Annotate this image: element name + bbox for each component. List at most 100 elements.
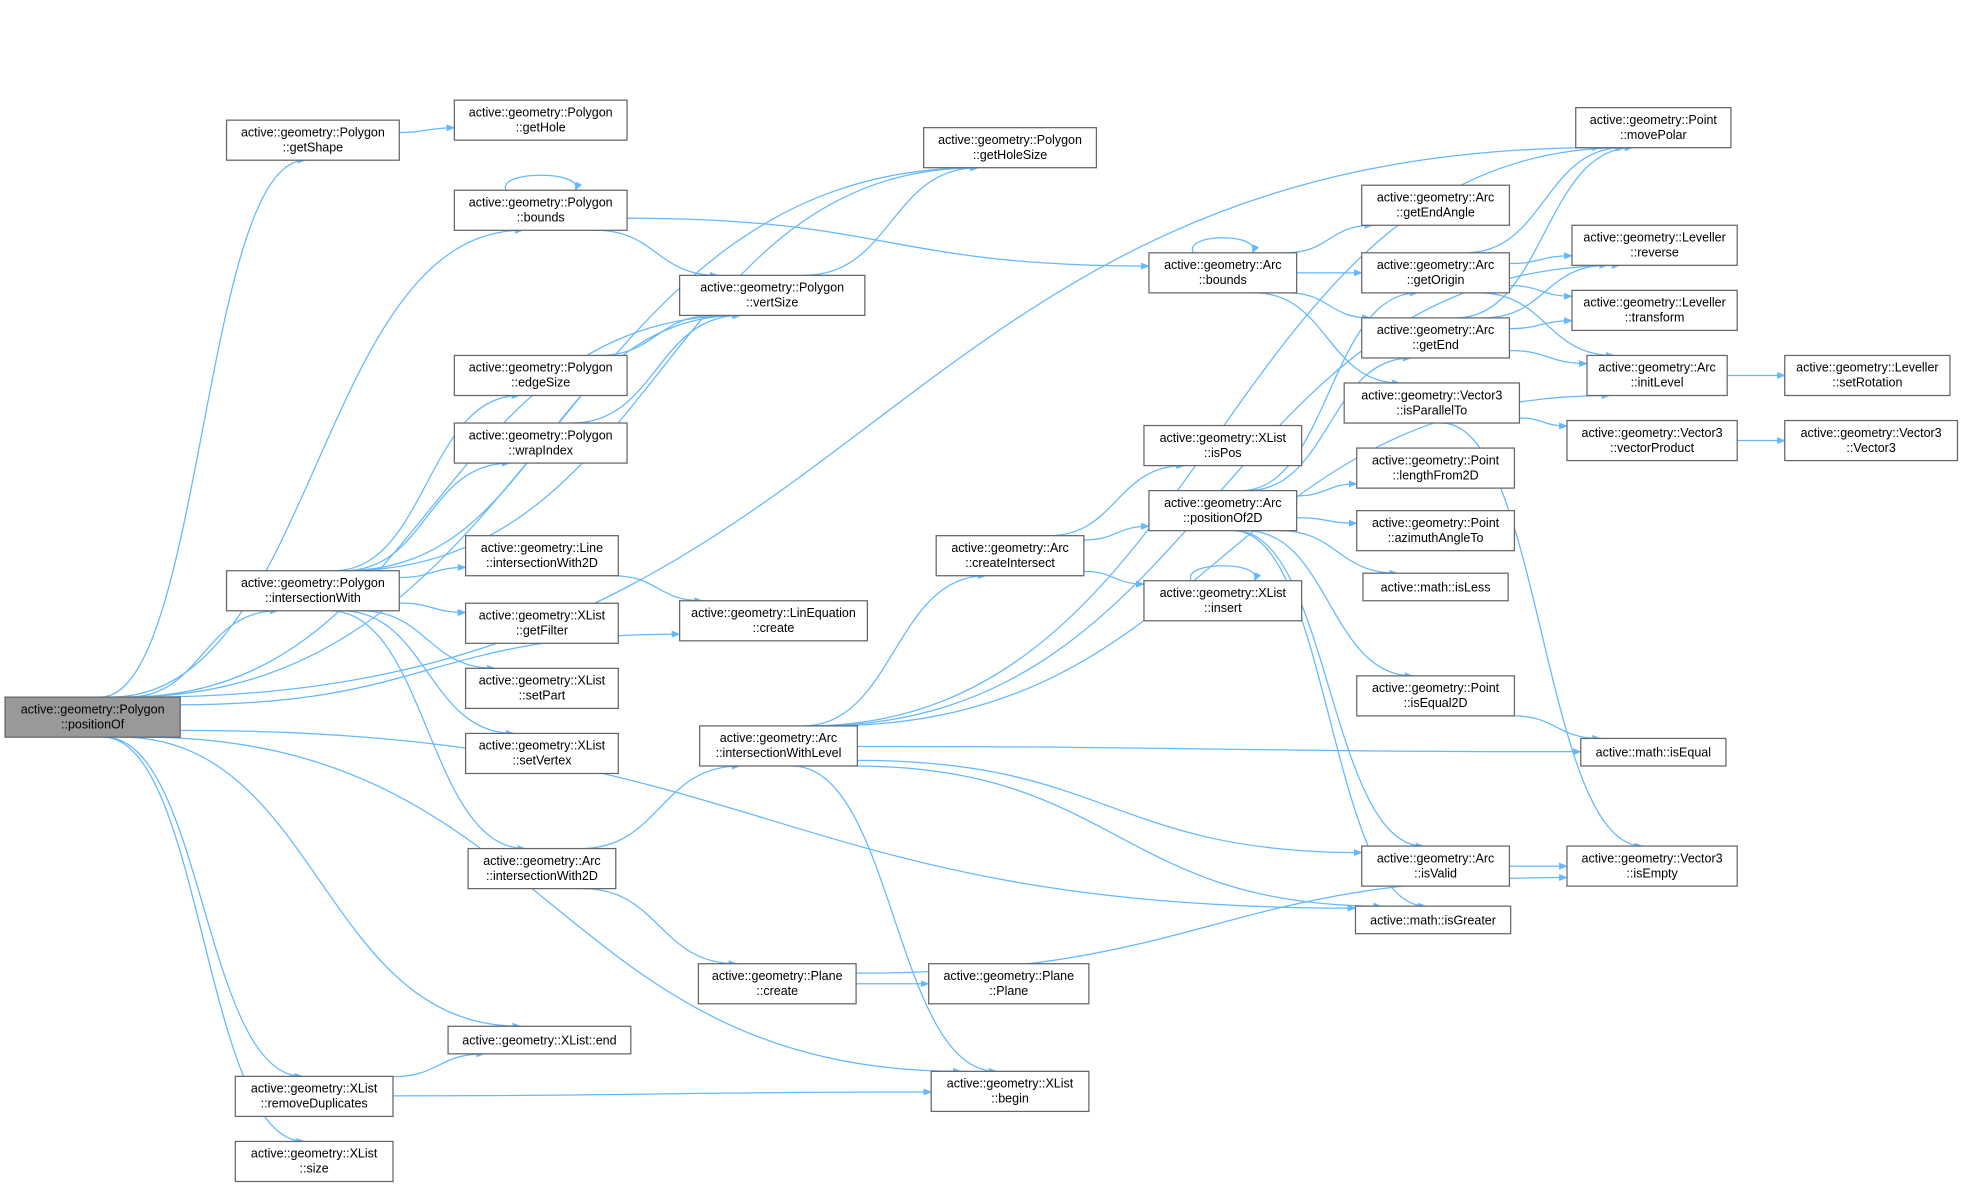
node-label: ::positionOf bbox=[61, 717, 125, 731]
edge-polyBounds-to-arcBounds bbox=[627, 217, 1150, 270]
node-isLess[interactable]: active::math::isLess bbox=[1362, 572, 1509, 602]
node-polyBounds[interactable]: active::geometry::Polygon::bounds bbox=[453, 189, 628, 231]
node-getOrigin[interactable]: active::geometry::Arc::getOrigin bbox=[1361, 252, 1511, 294]
node-getEnd[interactable]: active::geometry::Arc::getEnd bbox=[1361, 317, 1511, 359]
node-label: ::setRotation bbox=[1832, 376, 1902, 390]
edge-posOf2D-to-getEnd bbox=[1247, 354, 1412, 492]
node-vectorProduct[interactable]: active::geometry::Vector3::vectorProduct bbox=[1566, 419, 1738, 462]
node-label: active::geometry::Line bbox=[481, 541, 603, 555]
node-label: active::geometry::Point bbox=[1590, 113, 1718, 127]
node-label: active::geometry::Polygon bbox=[21, 702, 165, 716]
node-getEndAngle[interactable]: active::geometry::Arc::getEndAngle bbox=[1361, 184, 1511, 226]
edges-layer bbox=[100, 124, 1786, 1145]
node-getFilter[interactable]: active::geometry::XList::getFilter bbox=[464, 602, 619, 644]
node-posOf2D[interactable]: active::geometry::Arc::positionOf2D bbox=[1148, 489, 1298, 532]
nodes-layer: active::geometry::Polygon::positionOfact… bbox=[4, 99, 1959, 1183]
node-positionOf[interactable]: active::geometry::Polygon::positionOf bbox=[4, 696, 181, 738]
node-box bbox=[1143, 580, 1303, 622]
node-label: ::create bbox=[753, 621, 795, 635]
edge-intWithLevel-to-createIntersect bbox=[802, 572, 987, 727]
node-box bbox=[225, 570, 400, 612]
edge-positionOf-to-isGreater bbox=[180, 729, 1357, 912]
node-isGreater[interactable]: active::math::isGreater bbox=[1354, 905, 1512, 935]
edge-posOf2D-to-isEqual2D bbox=[1245, 530, 1414, 680]
node-label: active::geometry::XList bbox=[251, 1082, 378, 1096]
node-isParallelTo[interactable]: active::geometry::Vector3::isParallelTo bbox=[1343, 382, 1521, 424]
node-label: active::geometry::Arc bbox=[1377, 191, 1494, 205]
node-wrapIndex[interactable]: active::geometry::Polygon::wrapIndex bbox=[453, 422, 628, 464]
node-label: ::bounds bbox=[517, 211, 565, 225]
node-plane[interactable]: active::geometry::Plane::Plane bbox=[928, 963, 1090, 1005]
node-isEqual[interactable]: active::math::isEqual bbox=[1580, 737, 1727, 767]
node-removeDup[interactable]: active::geometry::XList::removeDuplicate… bbox=[234, 1075, 394, 1118]
node-intersectionWith[interactable]: active::geometry::Polygon::intersectionW… bbox=[225, 570, 400, 612]
node-label: ::movePolar bbox=[1620, 128, 1687, 142]
edge-insert-to-insert bbox=[1189, 565, 1261, 582]
node-label: ::getEnd bbox=[1412, 338, 1459, 352]
node-lengthFrom2D[interactable]: active::geometry::Point::lengthFrom2D bbox=[1356, 447, 1516, 489]
node-xbegin[interactable]: active::geometry::XList::begin bbox=[930, 1070, 1090, 1113]
node-label: ::Vector3 bbox=[1846, 441, 1895, 455]
node-azimuth[interactable]: active::geometry::Point::azimuthAngleTo bbox=[1356, 510, 1516, 552]
node-setVertex[interactable]: active::geometry::XList::setVertex bbox=[464, 732, 619, 775]
node-transform[interactable]: active::geometry::Leveller::transform bbox=[1571, 289, 1738, 332]
node-vertSize[interactable]: active::geometry::Polygon::vertSize bbox=[678, 274, 866, 317]
node-isEmpty[interactable]: active::geometry::Vector3::isEmpty bbox=[1566, 845, 1738, 887]
edge-intersectionWith-to-setPart bbox=[359, 610, 496, 672]
node-planeCreate[interactable]: active::geometry::Plane::create bbox=[697, 963, 857, 1005]
node-getHole[interactable]: active::geometry::Polygon::getHole bbox=[453, 99, 628, 141]
node-intWithLevel[interactable]: active::geometry::Arc::intersectionWithL… bbox=[699, 725, 858, 767]
node-label: ::initLevel bbox=[1631, 376, 1684, 390]
node-vector3[interactable]: active::geometry::Vector3::Vector3 bbox=[1784, 419, 1959, 462]
node-label: ::isEqual2D bbox=[1404, 696, 1468, 710]
node-box bbox=[935, 535, 1085, 577]
node-insert[interactable]: active::geometry::XList::insert bbox=[1143, 580, 1303, 622]
node-label: ::vertSize bbox=[746, 296, 798, 310]
edge-isParallelTo-to-isEmpty bbox=[1441, 422, 1644, 850]
node-box bbox=[234, 1075, 394, 1118]
node-label: active::geometry::Vector3 bbox=[1582, 851, 1723, 865]
node-label: active::geometry::XList bbox=[479, 609, 606, 623]
node-label: active::geometry::Arc bbox=[1164, 496, 1281, 510]
node-label: ::lengthFrom2D bbox=[1392, 468, 1478, 482]
edge-arcBounds-to-getEndAngle bbox=[1285, 221, 1374, 254]
node-initLevel[interactable]: active::geometry::Arc::initLevel bbox=[1586, 354, 1728, 397]
node-createIntersect[interactable]: active::geometry::Arc::createIntersect bbox=[935, 535, 1085, 577]
node-isValid[interactable]: active::geometry::Arc::isValid bbox=[1361, 845, 1511, 887]
node-movePolar[interactable]: active::geometry::Point::movePolar bbox=[1575, 107, 1732, 149]
node-setRotation[interactable]: active::geometry::Leveller::setRotation bbox=[1784, 354, 1951, 397]
node-label: ::removeDuplicates bbox=[261, 1097, 368, 1111]
node-label: ::isValid bbox=[1414, 866, 1457, 880]
node-xend[interactable]: active::geometry::XList::end bbox=[447, 1025, 632, 1055]
node-arcInt2D[interactable]: active::geometry::Arc::intersectionWith2… bbox=[467, 847, 617, 890]
node-isEqual2D[interactable]: active::geometry::Point::isEqual2D bbox=[1356, 675, 1516, 717]
node-setPart[interactable]: active::geometry::XList::setPart bbox=[464, 667, 619, 710]
node-label: active::geometry::LinEquation bbox=[691, 606, 856, 620]
node-reverse[interactable]: active::geometry::Leveller::reverse bbox=[1571, 224, 1738, 266]
node-label: active::geometry::Polygon bbox=[469, 361, 613, 375]
edge-intersectionWith-to-arcInt2D bbox=[329, 610, 527, 853]
node-isPos[interactable]: active::geometry::XList::isPos bbox=[1143, 424, 1303, 467]
node-lineInt2D[interactable]: active::geometry::Line::intersectionWith… bbox=[464, 535, 619, 577]
node-label: ::getHole bbox=[516, 120, 566, 134]
node-label: ::vectorProduct bbox=[1610, 441, 1695, 455]
edge-getOrigin-to-reverse bbox=[1509, 252, 1573, 265]
node-box bbox=[1784, 354, 1951, 397]
node-box bbox=[1566, 419, 1738, 462]
node-label: ::intersectionWith bbox=[265, 591, 361, 605]
edge-removeDup-to-xbegin bbox=[393, 1088, 933, 1097]
edge-arcBounds-to-arcBounds bbox=[1191, 237, 1259, 254]
node-xsize[interactable]: active::geometry::XList::size bbox=[234, 1140, 394, 1183]
node-edgeSize[interactable]: active::geometry::Polygon::edgeSize bbox=[453, 354, 628, 397]
node-label: ::Plane bbox=[989, 984, 1028, 998]
node-label: active::geometry::Polygon bbox=[241, 576, 385, 590]
node-box bbox=[4, 696, 181, 738]
edge-posOf2D-to-isValid bbox=[1234, 530, 1425, 850]
node-label: ::begin bbox=[991, 1092, 1029, 1106]
node-label: ::azimuthAngleTo bbox=[1388, 531, 1484, 545]
node-label: active::geometry::Point bbox=[1372, 681, 1500, 695]
node-getHoleSize[interactable]: active::geometry::Polygon::getHoleSize bbox=[923, 127, 1098, 169]
node-arcBounds[interactable]: active::geometry::Arc::bounds bbox=[1148, 252, 1298, 294]
node-linCreate[interactable]: active::geometry::LinEquation::create bbox=[678, 600, 868, 642]
node-getShape[interactable]: active::geometry::Polygon::getShape bbox=[225, 119, 400, 161]
